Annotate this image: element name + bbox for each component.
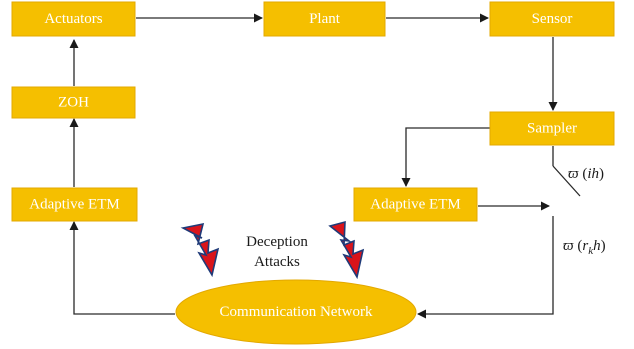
sampler-block: Sampler [489,111,615,146]
sampled-signal-label: ϖ (ih) [568,166,604,182]
sensor-label: Sensor [532,11,573,27]
deception-attacks-label-line1: Deception [246,234,308,250]
triggered-signal-label: ϖ (rkh) [563,238,606,257]
zoh-block: ZOH [11,86,136,119]
arrow-switch-to-network [417,216,554,319]
lightning-bolt-left-icon [180,222,220,278]
lightning-bolt-right-icon [328,220,365,280]
actuators-block: Actuators [11,1,136,37]
sampler-label: Sampler [527,121,577,137]
plant-block: Plant [263,1,386,37]
sensor-block: Sensor [489,1,615,37]
communication-network-ellipse: Communication Network [175,279,417,345]
adaptive-etm-left-label: Adaptive ETM [29,197,119,213]
plant-label: Plant [309,11,341,27]
adaptive-etm-left-block: Adaptive ETM [11,187,138,222]
zoh-label: ZOH [58,95,89,111]
switch-contact [552,165,581,197]
adaptive-etm-right-block: Adaptive ETM [353,187,478,222]
actuators-label: Actuators [44,11,102,27]
arrow-sampler-to-etm [401,127,490,187]
communication-network-label: Communication Network [220,304,373,320]
adaptive-etm-right-label: Adaptive ETM [370,197,460,213]
deception-attacks-label-line2: Attacks [254,254,300,270]
arrow-network-to-etm-left [69,221,175,315]
